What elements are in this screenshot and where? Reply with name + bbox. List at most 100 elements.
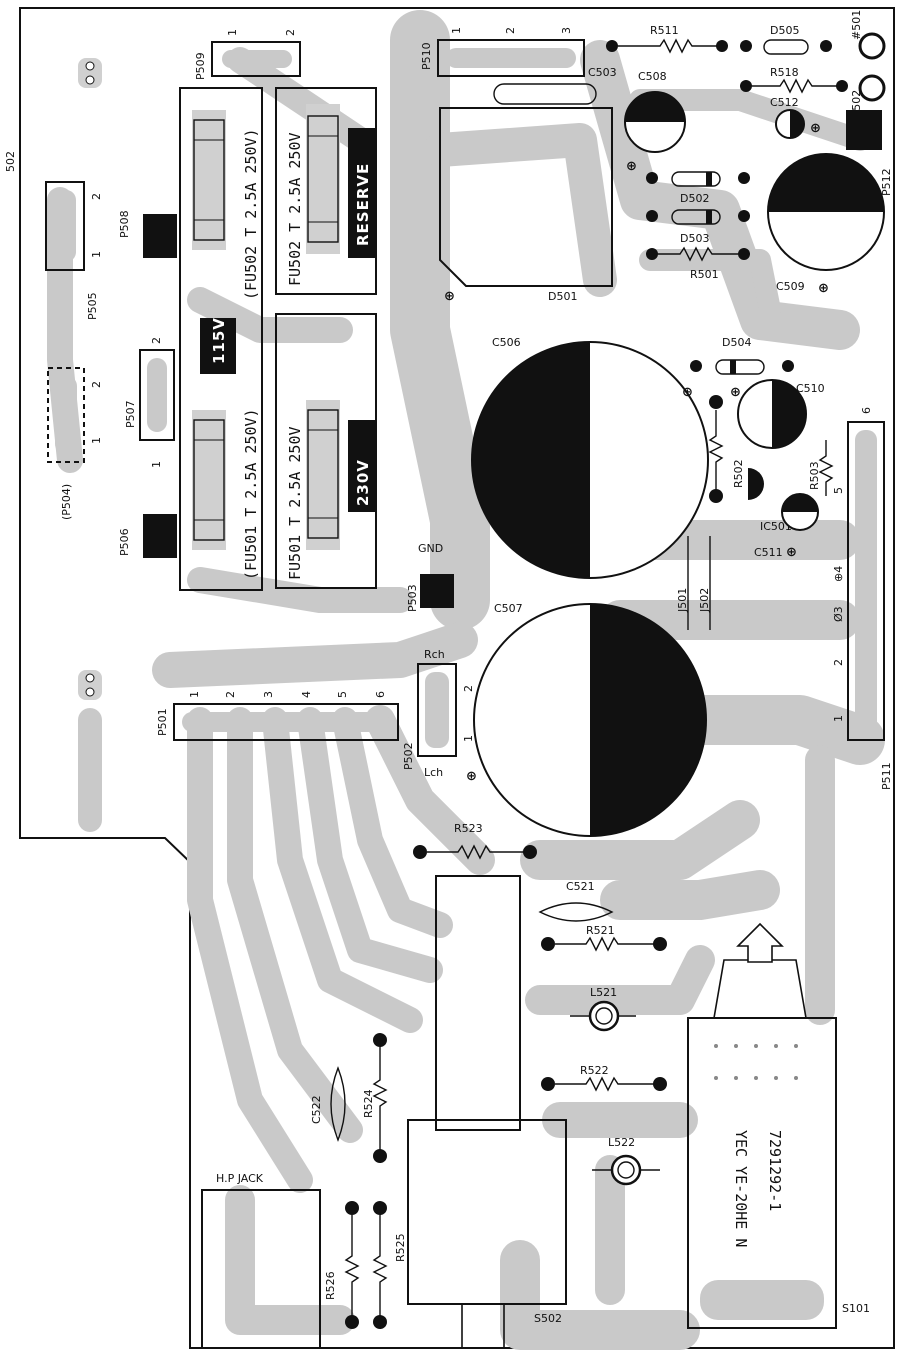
c503-label: C503: [588, 66, 617, 79]
fuse-block-115v: 115V (FU502 T 2.5A 250V) (FU501 T 2.5A 2…: [179, 87, 263, 591]
s101-text-1: YEC YE-20HE N: [732, 1130, 750, 1247]
capacitor-c506: C506 ⊕: [471, 336, 709, 579]
svg-text:2: 2: [150, 337, 163, 344]
board-number: 502: [4, 151, 17, 172]
svg-text:C512: C512: [770, 96, 799, 109]
capacitor-c509: C509 ⊕: [767, 153, 885, 296]
connector-p511: 6 5 ⊕4 Ø3 2 1 P511: [832, 407, 893, 790]
svg-text:2: 2: [832, 659, 845, 666]
svg-text:1: 1: [226, 29, 239, 36]
switch-s101: YEC YE-20HE N 7291292-1 S101: [687, 922, 870, 1329]
r521-label: R521: [586, 924, 615, 937]
connector-p508: [143, 214, 177, 258]
svg-text:4: 4: [300, 691, 313, 698]
inductor-l522: L522: [592, 1136, 660, 1186]
connector-p503: [420, 574, 454, 608]
svg-text:3: 3: [560, 27, 573, 34]
connector-p502: Rch Lch 2 1 P502: [402, 648, 475, 779]
svg-text:1: 1: [832, 715, 845, 722]
d503-label: D503: [680, 232, 709, 245]
p508-label: P508: [118, 210, 131, 238]
r525-label: R525: [394, 1233, 407, 1262]
svg-text:6: 6: [374, 691, 387, 698]
svg-text:2: 2: [90, 381, 103, 388]
svg-text:2: 2: [284, 29, 297, 36]
svg-text:1: 1: [188, 691, 201, 698]
capacitor-c512: C512 ⊕: [770, 96, 821, 139]
svg-text:⊕: ⊕: [786, 545, 797, 560]
connector-p510: 1 2 3 P510: [420, 27, 585, 77]
s502-label: S502: [534, 1312, 562, 1325]
capacitor-c522: [330, 1066, 346, 1142]
capacitor-c521: [538, 902, 614, 922]
resistor-r522: [555, 1076, 654, 1092]
connector-p505: 2 1 P505: [45, 181, 103, 320]
p505-label: P505: [86, 292, 99, 320]
svg-text:Rch: Rch: [424, 648, 445, 661]
svg-text:J501: J501: [676, 588, 689, 613]
capacitor-c510: C510 ⊕: [730, 379, 825, 449]
gnd-label: GND: [418, 542, 443, 555]
svg-text:J502: J502: [698, 588, 711, 613]
svg-text:2: 2: [90, 193, 103, 200]
svg-text:C506: C506: [492, 336, 521, 349]
svg-text:⊕: ⊕: [444, 289, 455, 304]
svg-text:L521: L521: [590, 986, 617, 999]
diode-d502: [671, 171, 721, 187]
resistor-r521: [555, 936, 654, 952]
r522-label: R522: [580, 1064, 609, 1077]
p503-label: P503: [406, 584, 419, 612]
bridge-d501: D501 ⊕: [439, 107, 613, 304]
p506-label: P506: [118, 528, 131, 556]
resistor-r525: [372, 1215, 388, 1316]
connector-p512: [846, 110, 882, 150]
svg-text:5: 5: [336, 691, 349, 698]
resistor-r501: [658, 246, 738, 262]
svg-text:S101: S101: [842, 1302, 870, 1315]
svg-text:⊕: ⊕: [818, 281, 829, 296]
label-115v: 115V: [210, 317, 228, 364]
resistor-r503: [818, 440, 834, 496]
capacitor-c511: C511 ⊕: [754, 493, 819, 560]
fu501-230-label: FU501 T 2.5A 250V: [286, 426, 304, 580]
svg-text:6: 6: [860, 407, 873, 414]
p511-label: P511: [880, 762, 893, 790]
d502-label: D502: [680, 192, 709, 205]
p509-label: P509: [194, 52, 207, 80]
fu502-reserve-label: FU502 T 2.5A 250V: [286, 132, 304, 286]
c521-label: C521: [566, 880, 595, 893]
resistor-r511: [618, 38, 720, 54]
svg-text:⊕: ⊕: [466, 769, 477, 784]
s101-text-2: 7291292-1: [766, 1130, 784, 1211]
r518-label: R518: [770, 66, 799, 79]
label-reserve: RESERVE: [354, 163, 372, 246]
headphone-jack: [201, 1189, 321, 1349]
svg-text:2: 2: [462, 685, 475, 692]
resistor-r518: [752, 78, 840, 94]
diode-d503: [671, 209, 721, 225]
capacitor-c507: C507 ⊕: [466, 602, 707, 837]
svg-text:⊕4: ⊕4: [832, 566, 845, 582]
testpoint-501: [858, 32, 886, 60]
r502-label: R502: [732, 459, 745, 488]
resistor-r523: [427, 844, 524, 860]
p512-label: P512: [880, 168, 893, 196]
fu502-115-label: (FU502 T 2.5A 250V): [242, 128, 260, 300]
ic501-label: IC501: [760, 520, 792, 533]
resistor-r526: [344, 1215, 360, 1316]
svg-text:1: 1: [90, 437, 103, 444]
svg-text:C507: C507: [494, 602, 523, 615]
p501-label: P501: [156, 708, 169, 736]
svg-text:C509: C509: [776, 280, 805, 293]
p502-label: P502: [402, 742, 415, 770]
p507-label: P507: [124, 400, 137, 428]
r503-label: R503: [808, 461, 821, 490]
fuse-block-230v: 230V FU501 T 2.5A 250V: [275, 313, 377, 589]
label-230v: 230V: [354, 459, 372, 506]
connector-p501: 1 2 3 4 5 6 P501: [156, 691, 399, 741]
svg-text:C510: C510: [796, 382, 825, 395]
connector-p504: 2 1 (P504): [47, 367, 103, 520]
svg-text:⊕: ⊕: [626, 159, 637, 174]
r526-label: R526: [324, 1271, 337, 1300]
